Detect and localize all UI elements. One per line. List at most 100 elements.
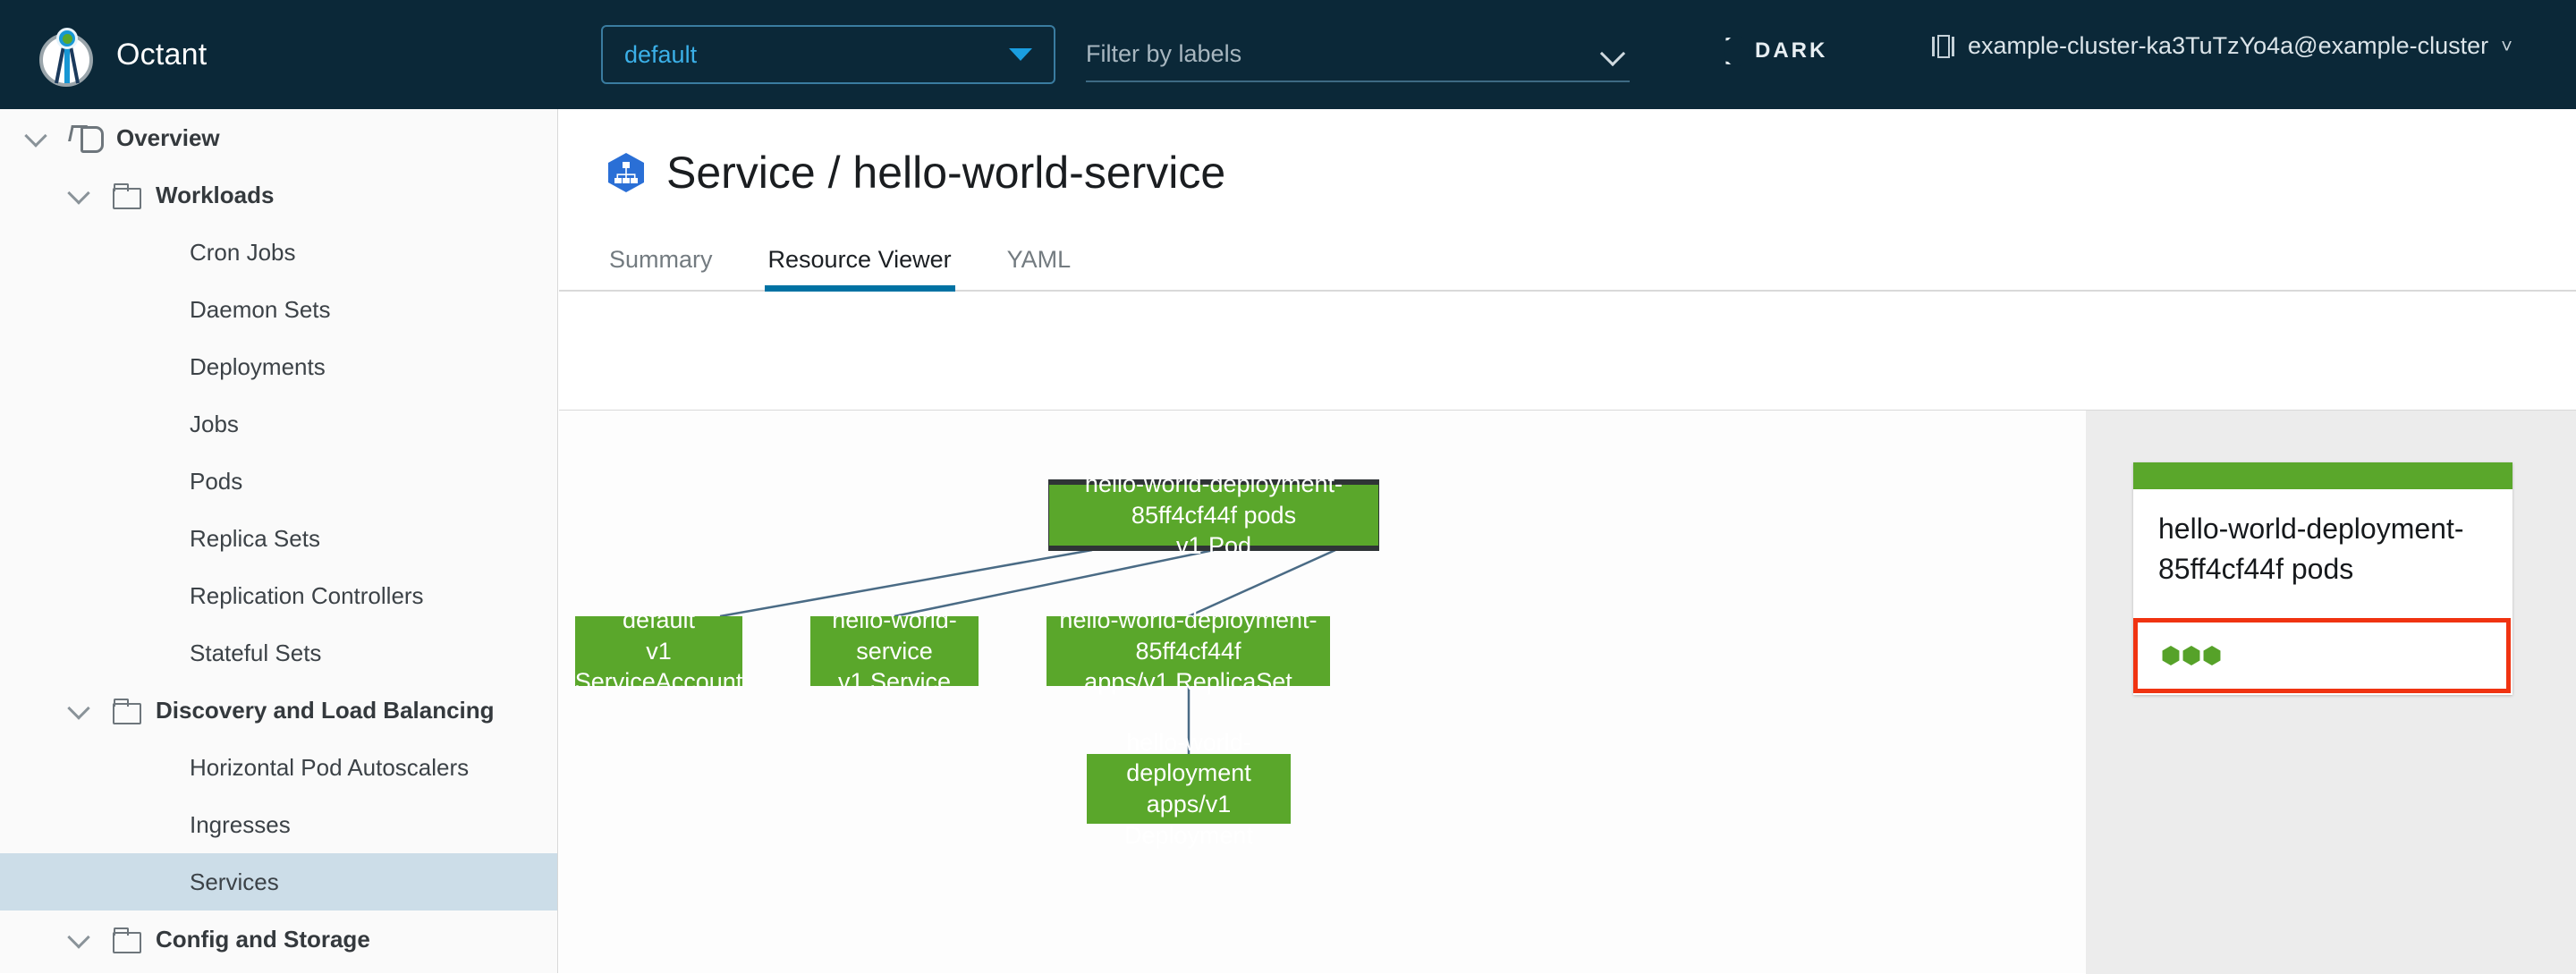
sidebar-item-label: Overview — [116, 123, 220, 151]
dark-mode-toggle[interactable]: DARK — [1716, 36, 1828, 66]
sidebar-item-ingresses[interactable]: ⤨ Ingresses — [0, 796, 557, 853]
caret-down-icon — [1009, 48, 1032, 61]
dark-mode-label: DARK — [1755, 38, 1828, 63]
chevron-down-icon[interactable] — [68, 184, 89, 206]
graph-node-replicaset[interactable]: hello-world-deployment-85ff4cf44f apps/v1… — [1046, 606, 1330, 695]
chevron-down-icon[interactable] — [68, 699, 89, 721]
resource-graph[interactable]: hello-world-deployment-85ff4cf44f pods v1… — [559, 411, 2086, 974]
sidebar-item-label: Pods — [190, 467, 243, 495]
moon-icon — [1716, 36, 1750, 66]
sidebar-item-label: Ingresses — [190, 810, 291, 838]
pod-status-dot[interactable] — [2162, 646, 2180, 665]
k8s-job-icon: ▒ — [135, 400, 148, 418]
graph-node-sa[interactable]: default v1 ServiceAccount — [575, 606, 743, 695]
k8s-ingress-icon: ⤨ — [135, 800, 148, 818]
detail-card-status-bar — [2133, 462, 2512, 489]
graph-edge-pod-to-sa — [719, 548, 1093, 618]
tab-summary[interactable]: Summary — [609, 246, 713, 273]
tab-bar[interactable]: Summary Resource Viewer YAML — [559, 233, 2576, 292]
graph-node-name: hello-world-deployment-85ff4cf44f — [1059, 606, 1318, 665]
sidebar-item-replica-sets[interactable]: ⧉ Replica Sets — [0, 510, 557, 567]
folder-icon — [113, 927, 141, 953]
brand-name: Octant — [116, 37, 208, 72]
k8s-hpa-icon: ⊙ — [134, 743, 148, 761]
app-header: Octant default Filter by labels DARK exa… — [0, 0, 2576, 109]
sidebar-item-daemon-sets[interactable]: ☷ Daemon Sets — [0, 281, 557, 338]
sidebar-item-label: Daemon Sets — [190, 295, 331, 323]
detail-panel: hello-world-deployment-85ff4cf44f pods — [2086, 411, 2576, 974]
k8s-replicaset-icon: ⧉ — [135, 514, 148, 532]
folder-icon — [113, 699, 141, 724]
graph-node-kind: v1 ServiceAccount — [574, 637, 743, 696]
graph-node-kind: v1 Pod — [1175, 532, 1252, 560]
sidebar-item-label: Replica Sets — [190, 524, 320, 552]
sidebar-item-label: Config and Storage — [156, 925, 370, 953]
graph-node-service[interactable]: hello-world-service v1 Service — [810, 606, 979, 695]
sidebar-item-label: Cron Jobs — [190, 238, 296, 266]
sidebar-item-label: Deployments — [190, 352, 326, 380]
pod-status-dot[interactable] — [2182, 646, 2200, 665]
namespace-value: default — [624, 40, 698, 68]
chevron-down-icon[interactable] — [1601, 42, 1624, 65]
cluster-name: example-cluster-ka3TuTzYo4a@example-clus… — [1968, 32, 2489, 59]
k8s-statefulset-icon: ≡ — [137, 629, 146, 647]
detail-card-title: hello-world-deployment-85ff4cf44f pods — [2158, 512, 2464, 586]
k8s-pod-icon: ⬟ — [134, 457, 148, 475]
k8s-service-icon — [608, 153, 644, 192]
k8s-replicationctl-icon: ↻ — [134, 572, 148, 589]
sidebar-item-workloads[interactable]: Workloads — [0, 166, 557, 224]
graph-node-pod[interactable]: hello-world-deployment-85ff4cf44f pods v1… — [1049, 470, 1378, 559]
graph-node-name: default — [622, 606, 696, 634]
k8s-cronjob-icon: ◔ — [136, 228, 147, 246]
sidebar-item-pods[interactable]: ⬟ Pods — [0, 453, 557, 510]
sidebar-item-label: Horizontal Pod Autoscalers — [190, 753, 470, 781]
sidebar-item-discovery-and-load-balancing[interactable]: Discovery and Load Balancing — [0, 682, 557, 739]
detail-pods-section[interactable] — [2133, 618, 2511, 693]
label-filter-placeholder: Filter by labels — [1086, 39, 1242, 67]
sidebar-item-services[interactable]: ⛟Services — [0, 853, 557, 910]
k8s-daemonset-icon: ☷ — [134, 285, 148, 303]
tab-yaml[interactable]: YAML — [1006, 246, 1072, 273]
chevron-down-icon[interactable] — [68, 928, 89, 950]
sidebar-item-cron-jobs[interactable]: ◔ Cron Jobs — [0, 224, 557, 281]
sidebar-item-label: Stateful Sets — [190, 639, 322, 666]
sidebar-item-replication-controllers[interactable]: ↻ Replication Controllers — [0, 567, 557, 624]
folder-icon — [113, 183, 141, 209]
graph-node-name: hello-world-service — [832, 606, 957, 665]
graph-edge-pod-to-service — [894, 548, 1215, 618]
sidebar-item-stateful-sets[interactable]: ≡ Stateful Sets — [0, 624, 557, 682]
main-content: Service / hello-world-service Summary Res… — [559, 109, 2576, 974]
resource-viewer-canvas: hello-world-deployment-85ff4cf44f pods v1… — [559, 410, 2576, 974]
sidebar-item-jobs[interactable]: ▒Jobs — [0, 395, 557, 453]
graph-edge-pod-to-replicaset — [1188, 548, 1336, 618]
page-header: Service / hello-world-service — [606, 147, 2576, 199]
graph-node-name: hello-world-deployment-85ff4cf44f pods — [1084, 470, 1343, 529]
graph-node-kind: apps/v1 Deployment — [1123, 791, 1254, 849]
pod-status-dot[interactable] — [2203, 646, 2221, 665]
chevron-down-icon: ˅ — [2501, 34, 2513, 57]
sidebar-item-horizontal-pod-autoscalers[interactable]: ⊙ Horizontal Pod Autoscalers — [0, 739, 557, 796]
graph-edges — [719, 548, 1336, 754]
namespace-select[interactable]: default — [601, 25, 1055, 84]
overview-icon — [70, 124, 104, 153]
k8s-service-icon: ⛟ — [131, 858, 151, 876]
sidebar-item-label: Discovery and Load Balancing — [156, 696, 495, 724]
sidebar-item-deployments[interactable]: ↻ Deployments — [0, 338, 557, 395]
label-filter-input[interactable]: Filter by labels — [1086, 27, 1630, 82]
graph-node-kind: v1 Service — [837, 668, 952, 696]
sidebar-item-config-and-storage[interactable]: Config and Storage — [0, 910, 557, 968]
sidebar-item-label: Replication Controllers — [190, 581, 424, 609]
page-title: Service / hello-world-service — [666, 148, 1226, 198]
chevron-down-icon[interactable] — [25, 127, 47, 148]
octant-lighthouse-logo-icon — [36, 24, 97, 87]
graph-node-kind: apps/v1 ReplicaSet — [1084, 668, 1292, 696]
tab-resource-viewer[interactable]: Resource Viewer — [764, 246, 955, 292]
k8s-deployment-icon: ↻ — [134, 343, 148, 360]
detail-card[interactable]: hello-world-deployment-85ff4cf44f pods — [2133, 462, 2512, 695]
cluster-picker[interactable]: example-cluster-ka3TuTzYo4a@example-clus… — [1932, 32, 2512, 60]
graph-node-name: hello-world-deployment — [1126, 728, 1251, 787]
cluster-icon — [1932, 33, 1955, 60]
sidebar-item-overview[interactable]: Overview — [0, 109, 557, 166]
